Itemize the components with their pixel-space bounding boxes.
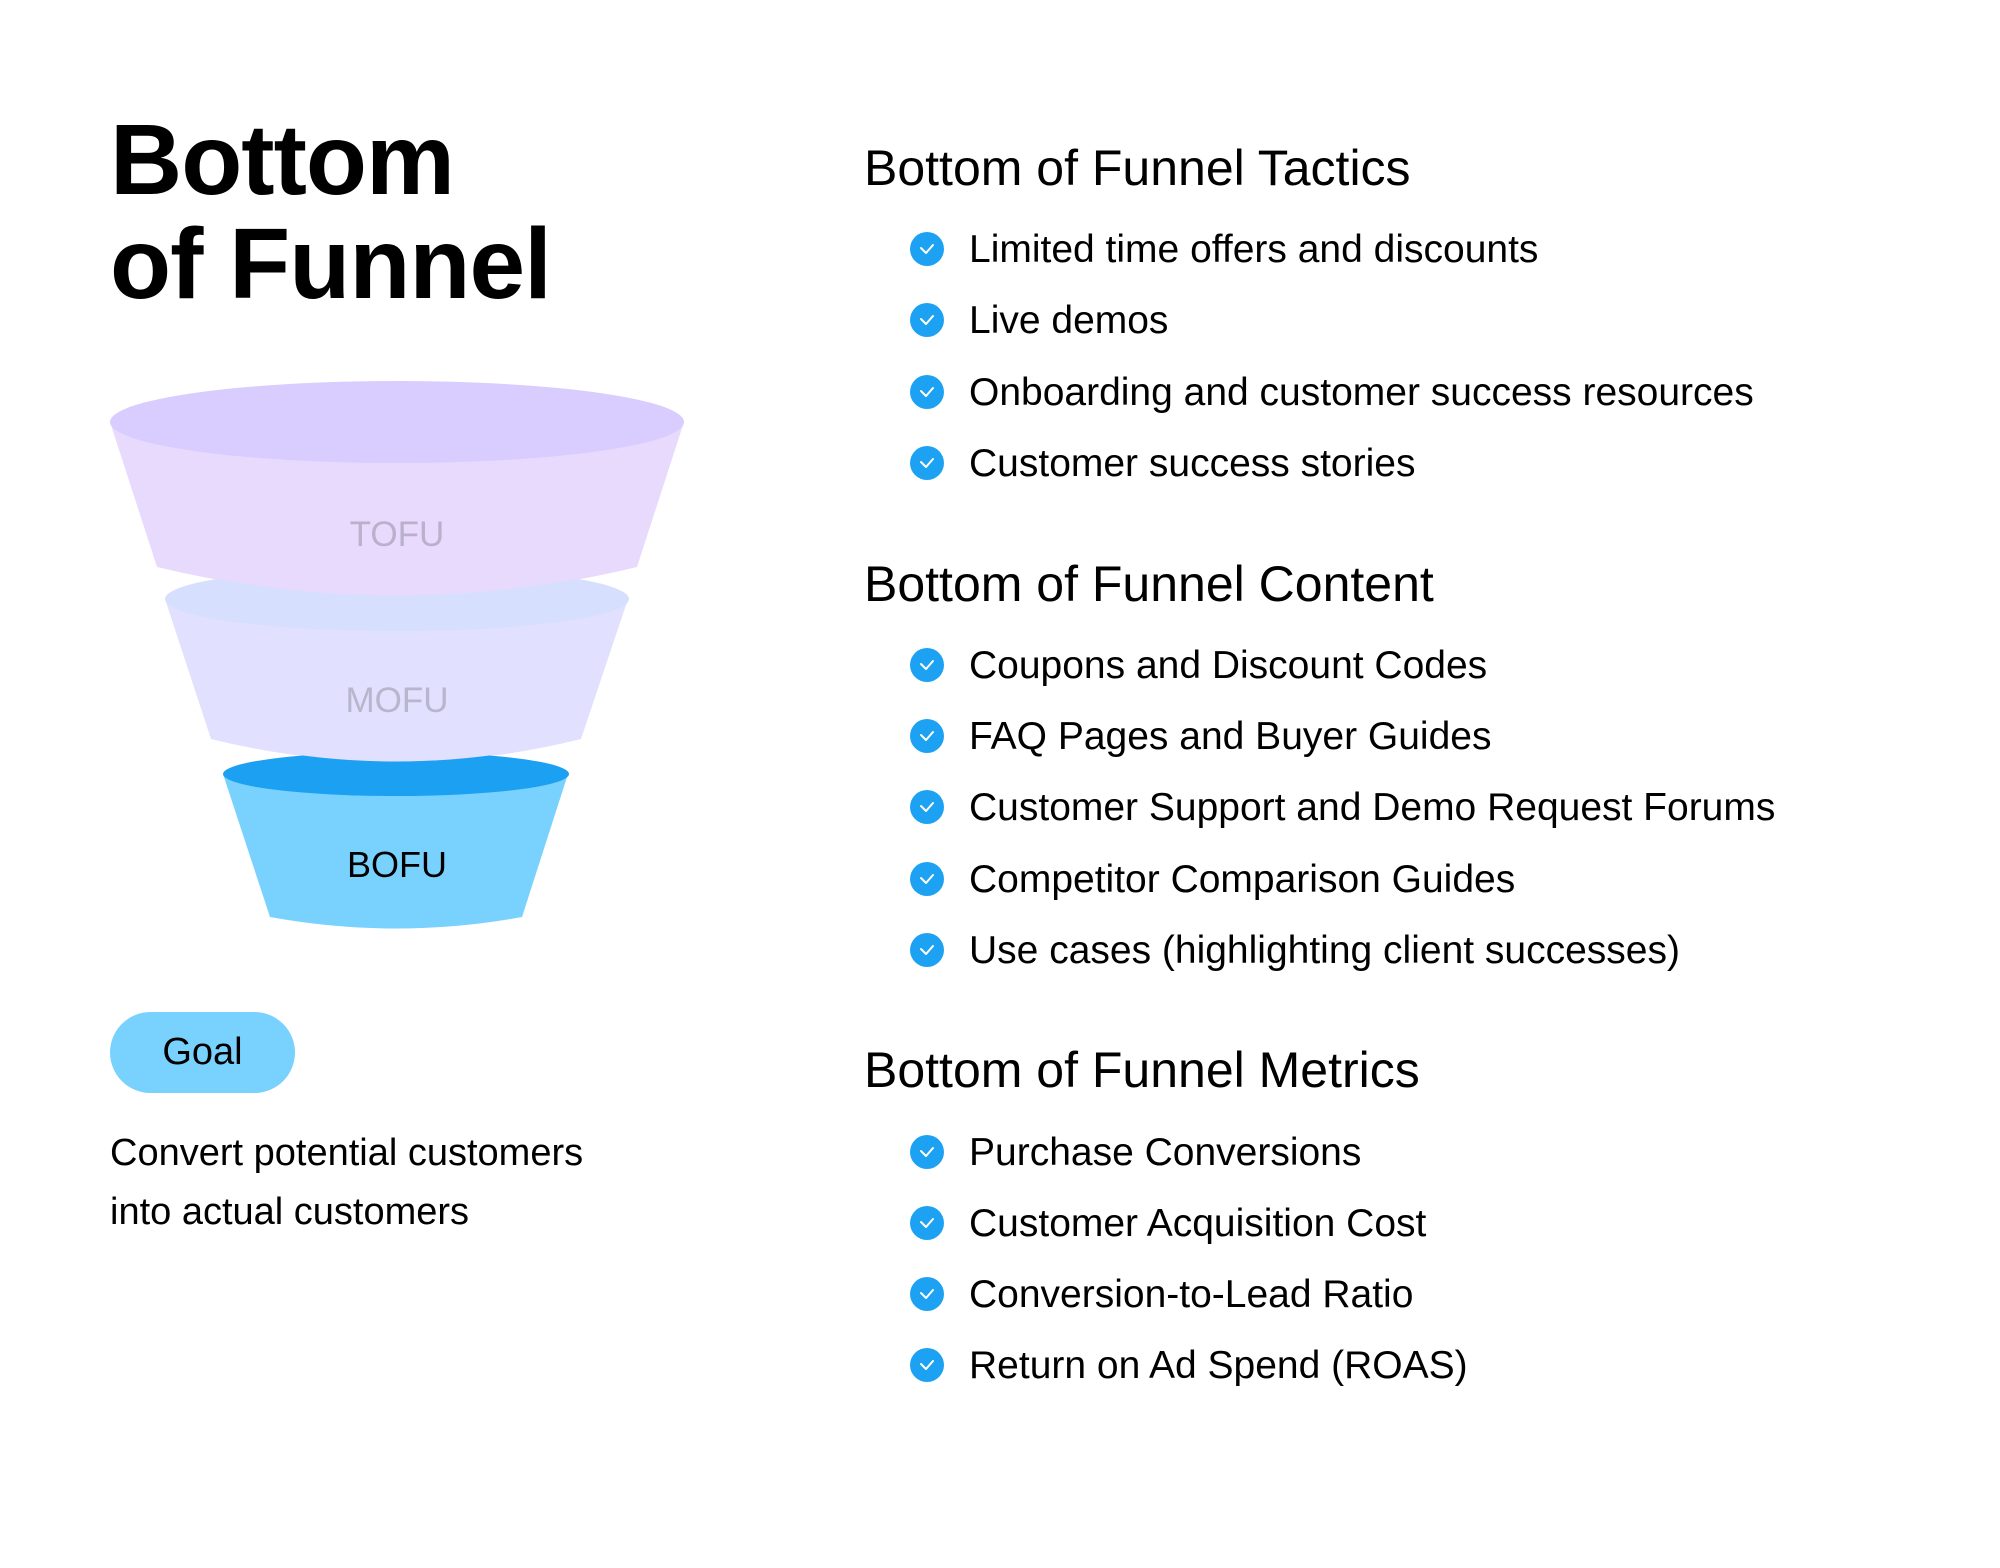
list-item: Competitor Comparison Guides (910, 854, 1515, 904)
list-item: FAQ Pages and Buyer Guides (910, 711, 1491, 761)
funnel-diagram: TOFU MOFU BOFU (110, 381, 684, 929)
check-circle-icon (910, 1277, 944, 1311)
tofu-top (110, 381, 684, 463)
list-item-label: Customer success stories (969, 441, 1416, 485)
bofu-top (223, 752, 569, 796)
check-circle-icon (910, 719, 944, 753)
bofu-label: BOFU (347, 844, 447, 885)
list-item-label: Competitor Comparison Guides (969, 857, 1516, 901)
section-heading-metrics: Bottom of Funnel Metrics (864, 1042, 1420, 1098)
check-circle-icon (910, 648, 944, 682)
list-item-label: Coupons and Discount Codes (969, 643, 1488, 687)
list-item-label: Onboarding and customer success resource… (969, 370, 1754, 414)
list-item-label: Return on Ad Spend (ROAS) (969, 1343, 1468, 1387)
list-item: Customer success stories (910, 438, 1415, 488)
list-item: Customer Acquisition Cost (910, 1198, 1426, 1248)
check-circle-icon (910, 1348, 944, 1382)
list-item-label: Conversion-to-Lead Ratio (969, 1272, 1414, 1316)
list-item: Onboarding and customer success resource… (910, 367, 1754, 417)
list-item-label: FAQ Pages and Buyer Guides (969, 714, 1492, 758)
check-circle-icon (910, 303, 944, 337)
list-item-label: Live demos (969, 298, 1169, 342)
page-title-line-2: of Funnel (110, 208, 552, 320)
check-circle-icon (910, 790, 944, 824)
list-item: Return on Ad Spend (ROAS) (910, 1340, 1468, 1390)
tofu-body (110, 422, 684, 596)
goal-description-line-1: Convert potential customers (110, 1132, 584, 1174)
list-item-label: Limited time offers and discounts (969, 227, 1539, 271)
section-heading-tactics: Bottom of Funnel Tactics (864, 140, 1411, 196)
funnel-stage-tofu: TOFU (110, 381, 684, 596)
goal-badge-label: Goal (162, 1031, 243, 1073)
list-item-label: Customer Acquisition Cost (969, 1201, 1427, 1245)
list-item: Purchase Conversions (910, 1127, 1361, 1177)
list-item: Use cases (highlighting client successes… (910, 925, 1680, 975)
check-circle-icon (910, 933, 944, 967)
tofu-bottom-rim (157, 560, 637, 596)
list-item: Limited time offers and discounts (910, 224, 1538, 274)
check-circle-icon (910, 862, 944, 896)
mofu-label: MOFU (345, 681, 448, 720)
tofu-label: TOFU (350, 515, 445, 554)
check-circle-icon (910, 375, 944, 409)
bofu-body (223, 774, 568, 929)
list-item: Customer Support and Demo Request Forums (910, 782, 1775, 832)
check-circle-icon (910, 232, 944, 266)
check-circle-icon (910, 1206, 944, 1240)
funnel-stage-mofu: MOFU (157, 560, 637, 762)
page-title-line-1: Bottom (110, 104, 455, 216)
list-item: Conversion-to-Lead Ratio (910, 1269, 1413, 1319)
list-item-label: Customer Support and Demo Request Forums (969, 785, 1776, 829)
list-item: Live demos (910, 295, 1168, 345)
check-circle-icon (910, 1135, 944, 1169)
list-item: Coupons and Discount Codes (910, 640, 1487, 690)
goal-description-line-2: into actual customers (110, 1191, 470, 1233)
mofu-bottom-rim (211, 730, 581, 762)
section-heading-content: Bottom of Funnel Content (864, 556, 1434, 612)
list-item-label: Purchase Conversions (969, 1130, 1362, 1174)
funnel-stage-bofu[interactable]: BOFU (211, 730, 581, 929)
mofu-body (165, 599, 628, 762)
check-circle-icon (910, 446, 944, 480)
goal-badge: Goal (110, 1012, 295, 1093)
list-item-label: Use cases (highlighting client successes… (969, 928, 1680, 972)
